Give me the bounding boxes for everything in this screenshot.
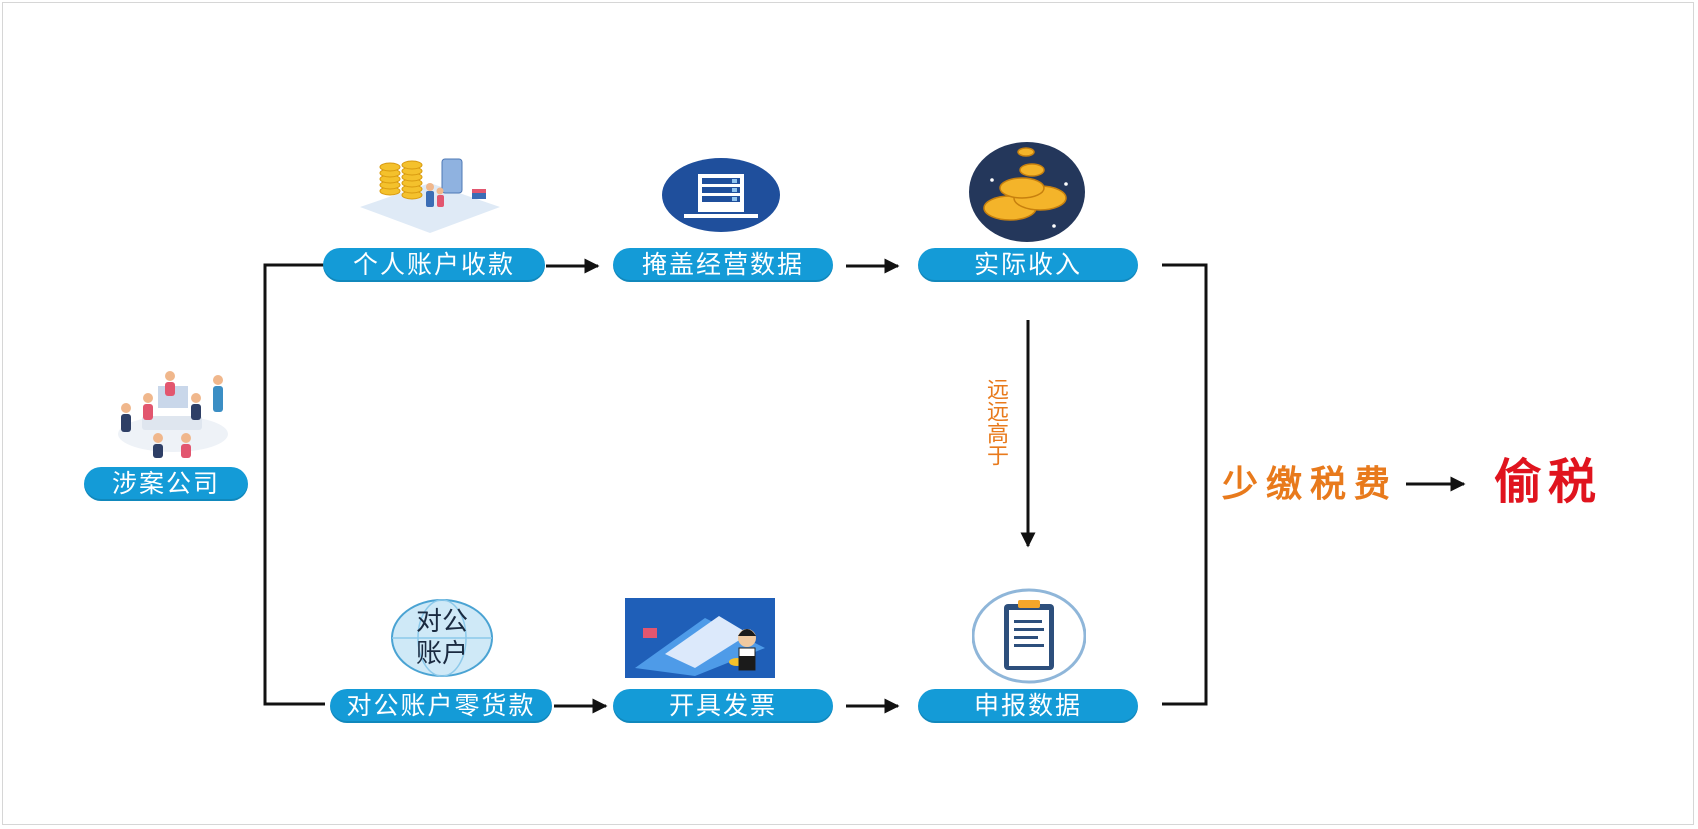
node-declare-data: 申报数据 (918, 689, 1138, 723)
team-meeting-icon (118, 371, 228, 458)
node-personal-receipt: 个人账户收款 (323, 248, 545, 282)
clipboard-report-icon (972, 588, 1086, 684)
gold-coins-icon (969, 142, 1085, 242)
node-actual-income: 实际收入 (918, 248, 1138, 282)
node-corporate-receipt: 对公账户零货款 (330, 689, 552, 723)
corporate-account-globe-label: 对公账户 (415, 607, 468, 669)
node-issue-invoice: 开具发票 (613, 689, 833, 723)
company-branch-bracket (263, 263, 325, 706)
annotation-much-higher: 远远高于 (983, 378, 1008, 466)
merge-bracket (1162, 263, 1208, 706)
coins-phone-icon (360, 158, 500, 233)
node-cover-data: 掩盖经营数据 (613, 248, 833, 282)
corporate-account-globe-icon: 对公账户 (390, 598, 494, 678)
result-less-tax: 少缴税费 (1222, 463, 1399, 505)
invoice-illustration-icon (625, 598, 775, 678)
result-tax-evasion: 偷税 (1494, 454, 1603, 510)
server-data-icon (662, 158, 780, 232)
node-company: 涉案公司 (84, 467, 248, 501)
